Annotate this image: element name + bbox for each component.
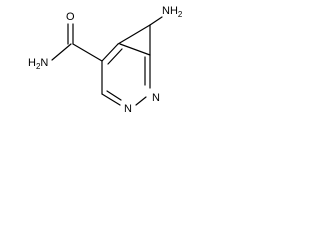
label-amine-n: NH2	[162, 5, 183, 19]
bond-inner-1	[107, 48, 123, 65]
label-ring-n1: N	[152, 92, 160, 104]
molecule-structure: NH2 O H2N N N	[28, 5, 183, 115]
bond-c3-c4	[117, 24, 151, 45]
bond-n1-n2	[135, 96, 147, 106]
bond-c-amine	[149, 16, 163, 26]
label-carbonyl-o: O	[66, 11, 75, 23]
bond-inner-3	[106, 90, 122, 101]
label-ring-n2: N	[124, 103, 132, 115]
bond-c4-c5	[101, 43, 119, 62]
bond-c6-n1	[101, 93, 121, 106]
bond-c5-carbonyl	[72, 43, 103, 62]
bond-c-n-top	[119, 43, 151, 56]
label-amide-n: H2N	[28, 57, 48, 71]
bond-carbonyl-amide	[51, 43, 72, 61]
